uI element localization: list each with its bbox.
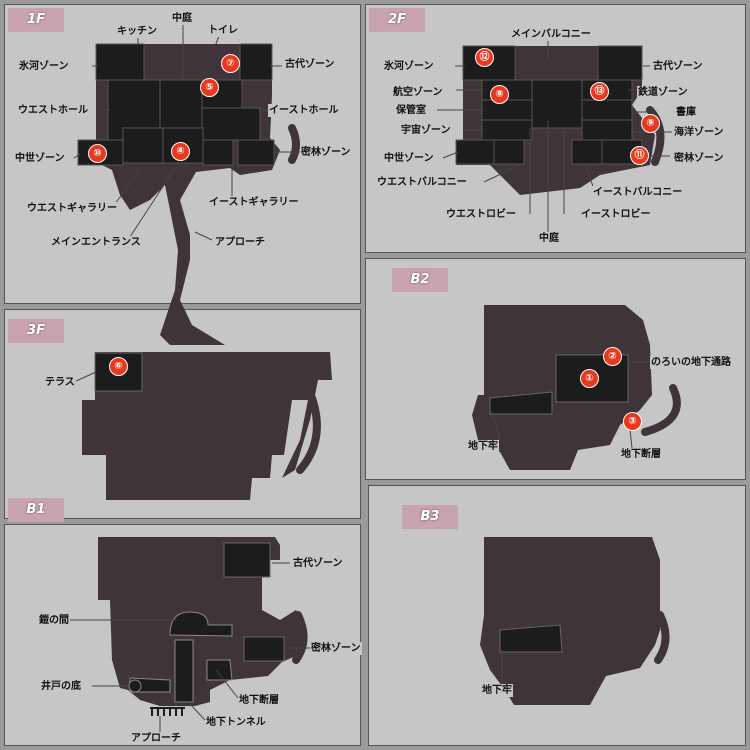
marker-8: ⑧ — [490, 85, 509, 104]
label-2f-glacier: 氷河ゾーン — [383, 60, 435, 73]
label-2f-main-balcony: メインバルコニー — [510, 28, 592, 41]
marker-10: ⑩ — [88, 144, 107, 163]
silhouette-3f — [82, 352, 332, 500]
label-1f-courtyard: 中庭 — [171, 12, 193, 25]
hook-3f — [296, 394, 321, 474]
silhouette-b3 — [480, 537, 660, 705]
label-2f-west-balcony: ウエストバルコニー — [376, 176, 468, 189]
label-1f-kitchen: キッチン — [116, 25, 158, 38]
marker-5: ⑤ — [200, 78, 219, 97]
label-2f-railway: 鉄道ゾーン — [637, 86, 689, 99]
floor-tab-3f: 3F — [8, 319, 64, 343]
label-2f-library: 書庫 — [675, 106, 697, 119]
label-b2-underground-cliff: 地下断層 — [620, 448, 662, 461]
hook-2f — [646, 106, 665, 166]
label-2f-space: 宇宙ゾーン — [400, 124, 452, 137]
marker-7: ⑦ — [221, 54, 240, 73]
marker-1: ① — [580, 369, 599, 388]
label-1f-east-gallery: イーストギャラリー — [208, 196, 300, 209]
label-b1-jungle: 密林ゾーン — [310, 642, 362, 655]
floor-tab-2f: 2F — [369, 8, 425, 32]
floor-tab-b2: B2 — [392, 268, 448, 292]
label-2f-medieval: 中世ゾーン — [383, 152, 435, 165]
label-b1-approach: アプローチ — [130, 732, 182, 745]
hook-b1 — [292, 611, 308, 664]
label-2f-jungle: 密林ゾーン — [673, 152, 725, 165]
marker-13: ⑬ — [590, 82, 609, 101]
label-b1-underground-cliff: 地下断層 — [238, 694, 280, 707]
label-1f-approach: アプローチ — [214, 236, 266, 249]
label-2f-east-lobby: イーストロビー — [580, 208, 652, 221]
label-2f-ancient: 古代ゾーン — [652, 60, 704, 73]
floor-tab-b1: B1 — [8, 498, 64, 522]
label-2f-west-lobby: ウエストロビー — [445, 208, 517, 221]
hook-b3 — [654, 611, 670, 664]
marker-11: ⑪ — [630, 146, 649, 165]
label-2f-courtyard: 中庭 — [538, 232, 560, 245]
label-1f-west-hall: ウエストホール — [17, 104, 89, 117]
floor-tab-1f: 1F — [8, 8, 64, 32]
label-b1-underground-tunnel: 地下トンネル — [205, 716, 267, 729]
label-1f-main-entrance: メインエントランス — [50, 236, 142, 249]
marker-2: ② — [603, 347, 622, 366]
room-b1-ancient — [223, 542, 271, 578]
hook-1f — [288, 124, 300, 164]
marker-4: ④ — [171, 142, 190, 161]
label-3f-terrace: テラス — [44, 376, 76, 389]
label-1f-ancient: 古代ゾーン — [284, 58, 336, 71]
room-b1-jungle — [243, 636, 285, 662]
label-1f-glacier: 氷河ゾーン — [18, 60, 70, 73]
room-b2-dungeon — [489, 391, 553, 415]
marker-3: ③ — [623, 412, 642, 431]
marker-12: ⑫ — [475, 48, 494, 67]
marker-9: ⑨ — [641, 114, 660, 133]
label-b1-well-bottom: 井戸の底 — [40, 680, 82, 693]
label-1f-toilet: トイレ — [207, 24, 239, 37]
label-1f-medieval: 中世ゾーン — [14, 152, 66, 165]
hook-b2 — [641, 384, 681, 436]
room-b3-dungeon — [499, 624, 563, 653]
label-2f-east-balcony: イーストバルコニー — [592, 186, 684, 199]
label-1f-west-gallery: ウエストギャラリー — [26, 202, 118, 215]
label-b1-armor-room: 鎧の間 — [38, 614, 70, 627]
label-2f-ocean: 海洋ゾーン — [673, 126, 725, 139]
label-2f-storage: 保管室 — [395, 104, 427, 117]
label-1f-jungle: 密林ゾーン — [300, 146, 352, 159]
label-b2-dungeon: 地下牢 — [467, 440, 499, 453]
floor-tab-b3: B3 — [402, 505, 458, 529]
label-b3-dungeon: 地下牢 — [481, 684, 513, 697]
label-2f-aviation: 航空ゾーン — [392, 86, 444, 99]
label-1f-east-hall: イーストホール — [268, 104, 340, 117]
label-b1-ancient: 古代ゾーン — [292, 557, 344, 570]
label-b2-cursed-passage: のろいの地下通路 — [650, 356, 732, 369]
marker-6: ⑥ — [109, 357, 128, 376]
